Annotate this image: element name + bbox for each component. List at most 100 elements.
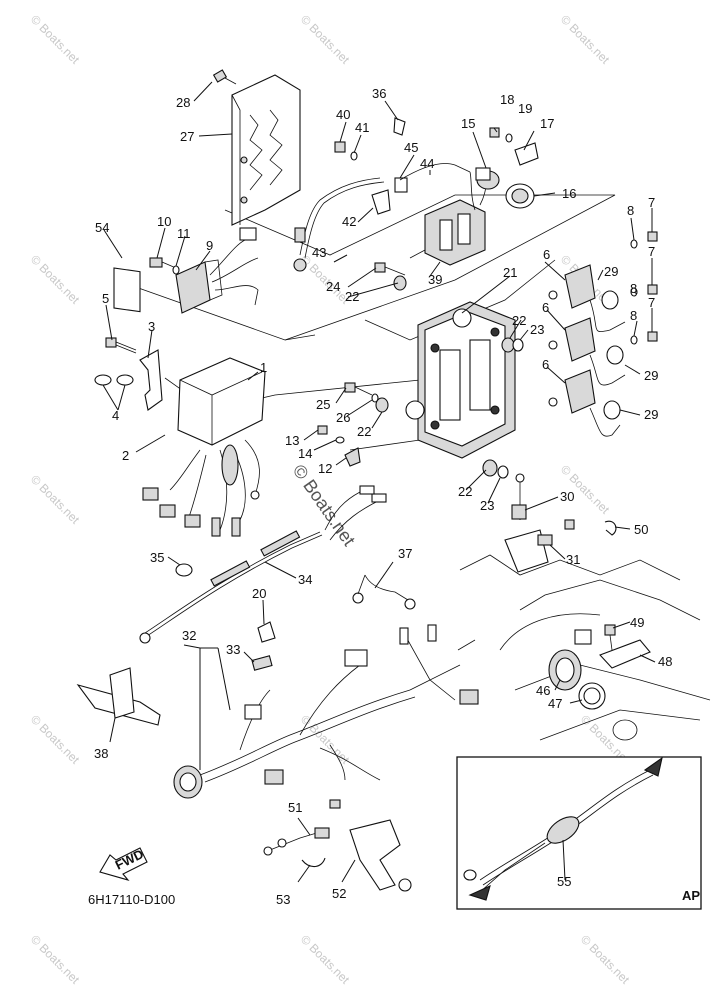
- fwd-arrow-icon: FWD: [99, 846, 148, 882]
- callout-25: 25: [316, 397, 330, 412]
- callout-32: 32: [182, 628, 196, 643]
- callout-55: 55: [557, 874, 571, 889]
- callout-7: 7: [648, 244, 655, 259]
- part-12-clamp: [344, 447, 361, 467]
- watermark-text: © Boats.net: [28, 932, 83, 987]
- callout-29: 29: [644, 368, 658, 383]
- callout-13: 13: [285, 433, 299, 448]
- callout-23: 23: [480, 498, 494, 513]
- ap-inset-box: AP: [456, 756, 702, 910]
- part-30-sensor-lead: [511, 473, 527, 520]
- callout-8: 8: [627, 203, 634, 218]
- part-22-grommet-a: [375, 397, 389, 413]
- callout-43: 43: [312, 245, 326, 260]
- part-17-bracket: [514, 142, 539, 166]
- callout-29: 29: [604, 264, 618, 279]
- part-38-bracket: [76, 667, 161, 726]
- part-45-connector: [394, 177, 408, 193]
- watermark-text: © Boats.net: [28, 712, 83, 767]
- part-27-cover: [231, 74, 301, 226]
- callout-23: 23: [530, 322, 544, 337]
- part-44-wire: [399, 163, 471, 181]
- part-28-screw: [212, 69, 237, 85]
- part-47-nut: [578, 682, 606, 710]
- callout-9: 9: [206, 238, 213, 253]
- part-25-bolt: [344, 382, 373, 396]
- part-13-screw: [317, 425, 328, 435]
- watermark-text: © Boats.net: [298, 932, 353, 987]
- part-8-washers: [630, 239, 638, 345]
- callout-15: 15: [461, 116, 475, 131]
- part-34-wire-lead: [139, 485, 387, 644]
- part-10-bolt: [149, 257, 180, 275]
- callout-8: 8: [630, 308, 637, 323]
- callout-44: 44: [420, 156, 434, 171]
- callout-31: 31: [566, 552, 580, 567]
- callout-50: 50: [634, 522, 648, 537]
- watermark-text: © Boats.net: [298, 12, 353, 67]
- part-4-clips: [94, 374, 134, 386]
- part-42-connector: [371, 189, 391, 215]
- part-26-washer: [371, 393, 379, 403]
- ap-label: AP: [682, 888, 700, 903]
- callout-52: 52: [332, 886, 346, 901]
- watermark-text: © Boats.net: [28, 472, 83, 527]
- callout-7: 7: [648, 295, 655, 310]
- part-14-washer: [335, 436, 345, 444]
- callout-48: 48: [658, 654, 672, 669]
- part-24-bolt: [374, 262, 406, 276]
- callout-47: 47: [548, 696, 562, 711]
- callout-11: 11: [177, 226, 191, 241]
- callout-10: 10: [157, 214, 171, 229]
- callout-49: 49: [630, 615, 644, 630]
- diagram-code: 6H17110-D100: [88, 892, 175, 907]
- callout-19: 19: [518, 101, 532, 116]
- callout-1: 1: [260, 360, 267, 375]
- part-22-grommet-b: [393, 275, 515, 477]
- part-51-switch: [263, 827, 330, 856]
- part-46-main-switch: [548, 629, 592, 691]
- watermark-text: © Boats.net: [578, 932, 633, 987]
- part-41-washer: [350, 151, 358, 161]
- watermark-text: © Boats.net: [558, 12, 613, 67]
- part-3-bracket: [139, 349, 163, 411]
- part-5-bolt: [105, 337, 137, 354]
- callout-12: 12: [318, 461, 332, 476]
- callout-6: 6: [542, 357, 549, 372]
- part-49-screw: [604, 624, 616, 651]
- callout-53: 53: [276, 892, 290, 907]
- part-43-lead: [293, 177, 385, 272]
- part-9-regulator: [175, 227, 259, 314]
- callout-54: 54: [95, 220, 109, 235]
- watermark-text: © Boats.net: [28, 252, 83, 307]
- callout-38: 38: [94, 746, 108, 761]
- callout-51: 51: [288, 800, 302, 815]
- callout-26: 26: [336, 410, 350, 425]
- callout-6: 6: [542, 300, 549, 315]
- callout-45: 45: [404, 140, 418, 155]
- part-31-sensor: [504, 519, 575, 573]
- callout-4: 4: [112, 408, 119, 423]
- callout-29: 29: [644, 407, 658, 422]
- callout-5: 5: [102, 291, 109, 306]
- callout-41: 41: [355, 120, 369, 135]
- callout-28: 28: [176, 95, 190, 110]
- part-15-relay: [475, 167, 500, 190]
- part-37-ground-lead: [352, 574, 416, 610]
- part-29-plug-caps: [589, 290, 626, 437]
- callout-22: 22: [345, 289, 359, 304]
- callout-39: 39: [428, 272, 442, 287]
- callout-16: 16: [562, 186, 576, 201]
- part-6-ignition-coils: [548, 264, 596, 414]
- part-50-clip: [604, 520, 617, 536]
- callout-6: 6: [543, 247, 550, 262]
- callout-22: 22: [458, 484, 472, 499]
- part-35-clamp: [175, 563, 193, 577]
- part-54-label: [113, 267, 141, 313]
- callout-27: 27: [180, 129, 194, 144]
- part-33-connector: [251, 655, 273, 671]
- part-23-collar: [497, 338, 524, 479]
- callout-30: 30: [560, 489, 574, 504]
- watermark-text: © Boats.net: [28, 12, 83, 67]
- watermark-text: © Boats.net: [298, 712, 353, 767]
